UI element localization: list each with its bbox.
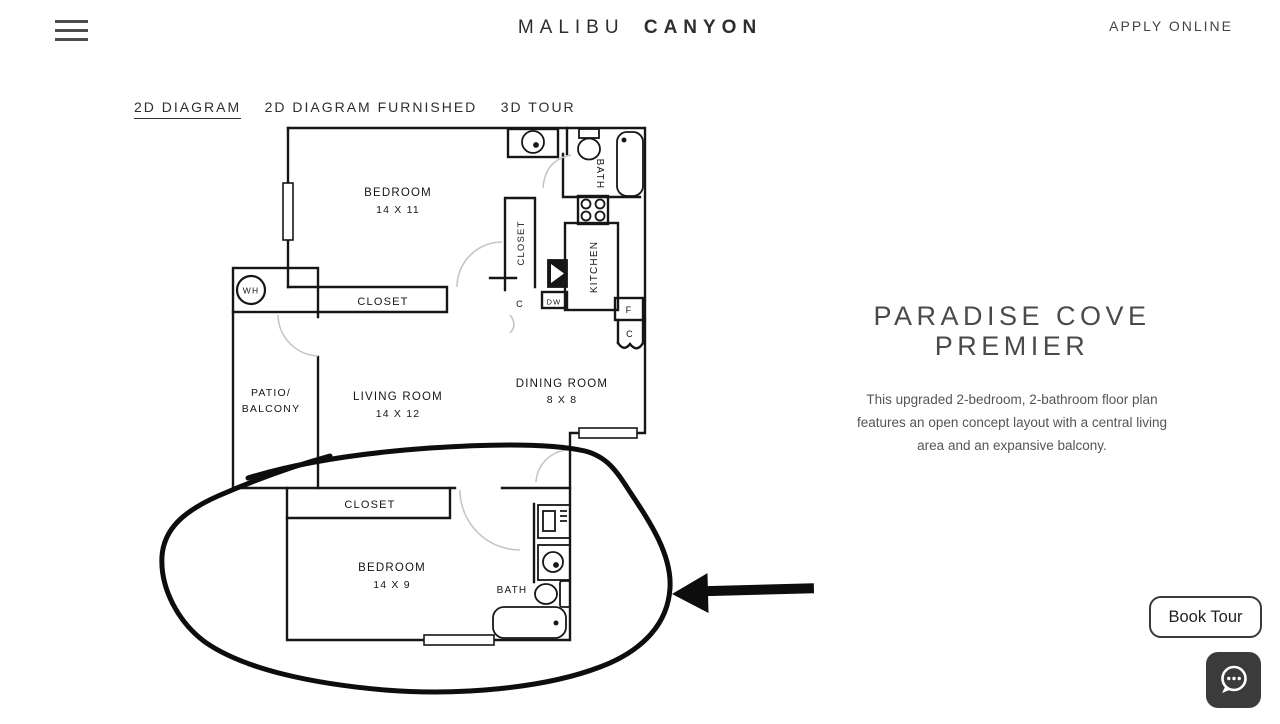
closet-bedroom2-label: CLOSET [344,499,395,511]
fixtures [235,128,644,639]
bedroom1-label: BEDROOM [364,187,432,199]
bathtub2-icon [492,606,567,639]
floor-plan-walls [231,126,647,642]
dining-label: DINING ROOM [516,378,608,390]
annotation-circle [159,442,673,695]
menu-icon-line [55,29,88,32]
c-closet-label: C [626,329,634,339]
annotation-arrow [672,573,815,614]
floorplan-info-panel: PARADISE COVE PREMIER This upgraded 2-be… [845,301,1179,457]
tab-2d-diagram-furnished[interactable]: 2D DIAGRAM FURNISHED [264,99,478,115]
sink-icon [521,130,545,154]
tab-2d-diagram[interactable]: 2D DIAGRAM [134,99,242,119]
toilet-tank-icon [578,128,600,139]
bath1-label: BATH [594,159,605,190]
bedroom2-dims: 14 X 9 [373,579,411,591]
menu-icon-line [55,38,88,41]
diagram-tabs: 2D DIAGRAM 2D DIAGRAM FURNISHED 3D TOUR [134,99,595,119]
bathtub-icon [616,131,644,197]
living-label: LIVING ROOM [353,391,443,403]
stove-icon [580,198,606,222]
dining-dims: 8 X 8 [547,394,578,406]
f-label: F [626,305,633,315]
kitchen-label: KITCHEN [589,241,600,293]
title-line2: PREMIER [934,331,1090,361]
water-heater-icon [235,274,267,306]
description-line: features an open concept layout with a c… [857,415,1167,430]
menu-icon[interactable] [55,20,88,42]
floorplan-description: This upgraded 2-bedroom, 2-bathroom floo… [845,388,1179,457]
toilet-icon [577,137,601,161]
patio-label-line1: PATIO/ [251,387,291,399]
page-title: PARADISE COVE PREMIER [845,301,1179,361]
menu-icon-line [55,20,88,23]
floor-plan-diagram: BEDROOM 14 X 11 BATH CLOSET KITCHEN CLOS… [159,126,815,695]
sink2-icon [537,544,571,581]
bedroom2-label: BEDROOM [358,562,426,574]
closet-bedroom1-label: CLOSET [357,296,408,308]
c-hall-label: C [516,299,524,309]
wh-label: WH [243,286,260,296]
chat-bubble-icon [1220,665,1247,693]
apply-online-link[interactable]: APPLY ONLINE [1109,18,1233,34]
description-line: area and an expansive balcony. [917,438,1107,453]
logo-primary: MALIBU [517,17,625,38]
toilet2-icon [534,583,558,605]
room-labels: BEDROOM 14 X 11 BATH CLOSET KITCHEN CLOS… [242,159,634,596]
patio-label-line2: BALCONY [242,403,301,415]
closet-hall-label: CLOSET [516,220,527,265]
dw-label: DW [547,298,562,307]
chat-widget-button[interactable] [1206,652,1261,708]
bath2-label: BATH [497,585,528,596]
door-arcs [277,154,572,551]
tab-3d-tour[interactable]: 3D TOUR [500,99,576,115]
site-logo[interactable]: MALIBU CANYON [0,17,1280,39]
toilet2-tank-icon [559,580,571,608]
title-line1: PARADISE COVE [873,301,1151,331]
bedroom1-dims: 14 X 11 [376,204,420,216]
window-markers [282,182,638,646]
kitchen-sink-icon [547,259,568,288]
living-dims: 14 X 12 [376,408,421,420]
washer-dryer-icon [537,504,571,539]
book-tour-button[interactable]: Book Tour [1149,596,1262,638]
logo-secondary: CANYON [643,17,763,38]
description-line: This upgraded 2-bedroom, 2-bathroom floo… [866,392,1158,407]
